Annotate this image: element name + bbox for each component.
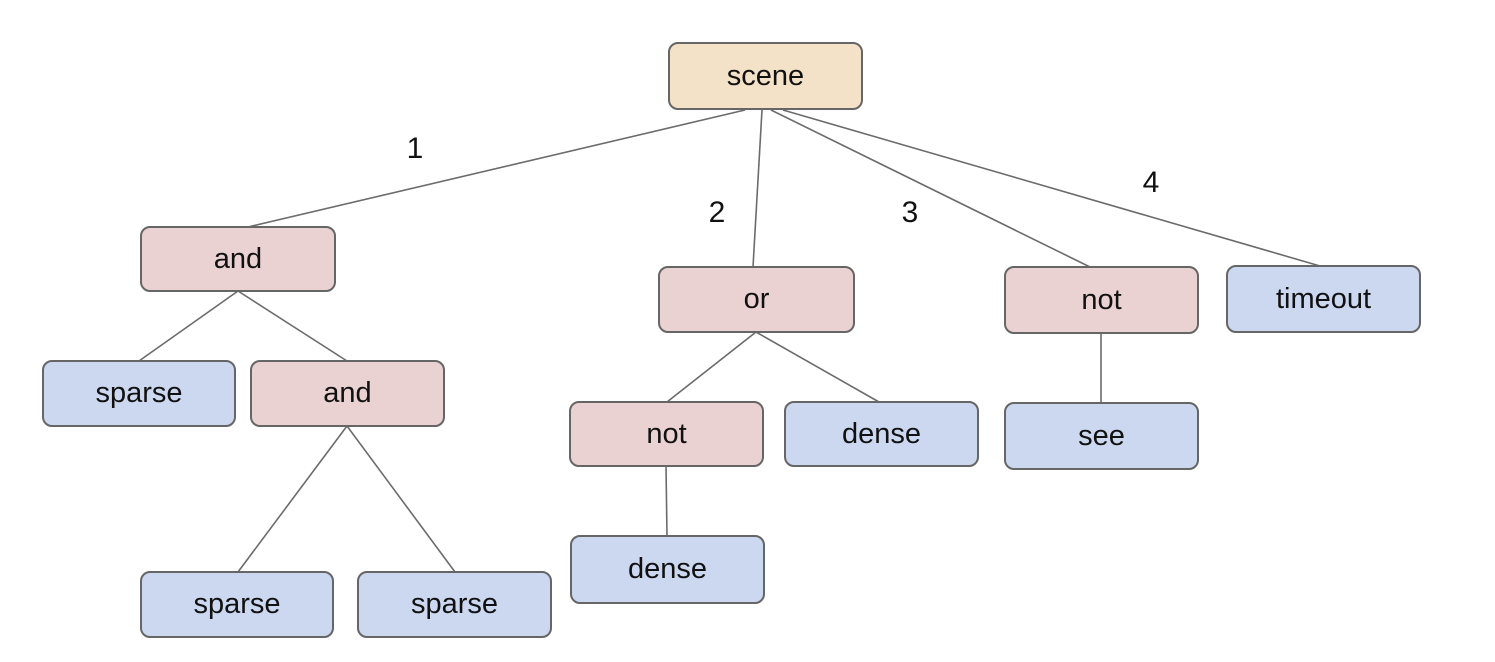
tree-node-label: sparse (193, 588, 281, 620)
edge-label-4: 4 (1142, 166, 1160, 199)
tree-node-label: dense (841, 417, 921, 450)
tree-node-label: see (1078, 419, 1125, 452)
edge-scene-to-timeout-1 (782, 109, 1321, 267)
tree-node-label: sparse (95, 377, 183, 409)
tree-node-label: not (1081, 283, 1122, 316)
tree-node-sparse-1[interactable]: sparse (42, 360, 236, 427)
edge-and-1-to-sparse-1 (138, 290, 239, 362)
tree-node-dense-2[interactable]: dense (570, 535, 765, 604)
tree-node-label: and (323, 377, 372, 409)
tree-node-and-1[interactable]: and (140, 226, 336, 292)
tree-node-not-1[interactable]: not (569, 401, 764, 467)
edge-label-3: 3 (901, 196, 919, 229)
edge-label-2: 2 (708, 196, 726, 229)
edge-scene-to-not-2 (770, 109, 1091, 268)
tree-node-or-1[interactable]: or (658, 266, 855, 333)
tree-node-label: or (743, 283, 770, 315)
edge-or-1-to-not-1 (666, 331, 757, 403)
edge-or-1-to-dense-1 (755, 331, 880, 403)
tree-node-sparse-2[interactable]: sparse (140, 571, 334, 638)
tree-node-label: sparse (410, 588, 499, 620)
tree-node-label: timeout (1275, 282, 1372, 315)
tree-node-and-2[interactable]: and (250, 360, 445, 427)
edge-scene-to-or-1 (752, 109, 763, 268)
tree-node-dense-1[interactable]: dense (784, 401, 979, 467)
tree-node-label: scene (726, 59, 805, 92)
edge-scene-to-and-1 (247, 109, 746, 228)
tree-node-label: dense (627, 553, 707, 585)
tree-node-sparse-3[interactable]: sparse (357, 571, 552, 638)
edge-not-1-to-dense-2 (665, 465, 668, 537)
edge-and-2-to-sparse-3 (346, 425, 456, 573)
edge-label-1: 1 (406, 132, 424, 165)
tree-node-scene[interactable]: scene (668, 42, 863, 110)
tree-node-label: and (213, 242, 263, 275)
tree-node-timeout-1[interactable]: timeout (1226, 265, 1421, 333)
tree-node-label: not (646, 417, 687, 450)
edge-and-1-to-and-2 (237, 290, 348, 362)
tree-node-not-2[interactable]: not (1004, 266, 1199, 334)
edge-and-2-to-sparse-2 (237, 425, 348, 573)
tree-node-see-1[interactable]: see (1004, 402, 1199, 470)
